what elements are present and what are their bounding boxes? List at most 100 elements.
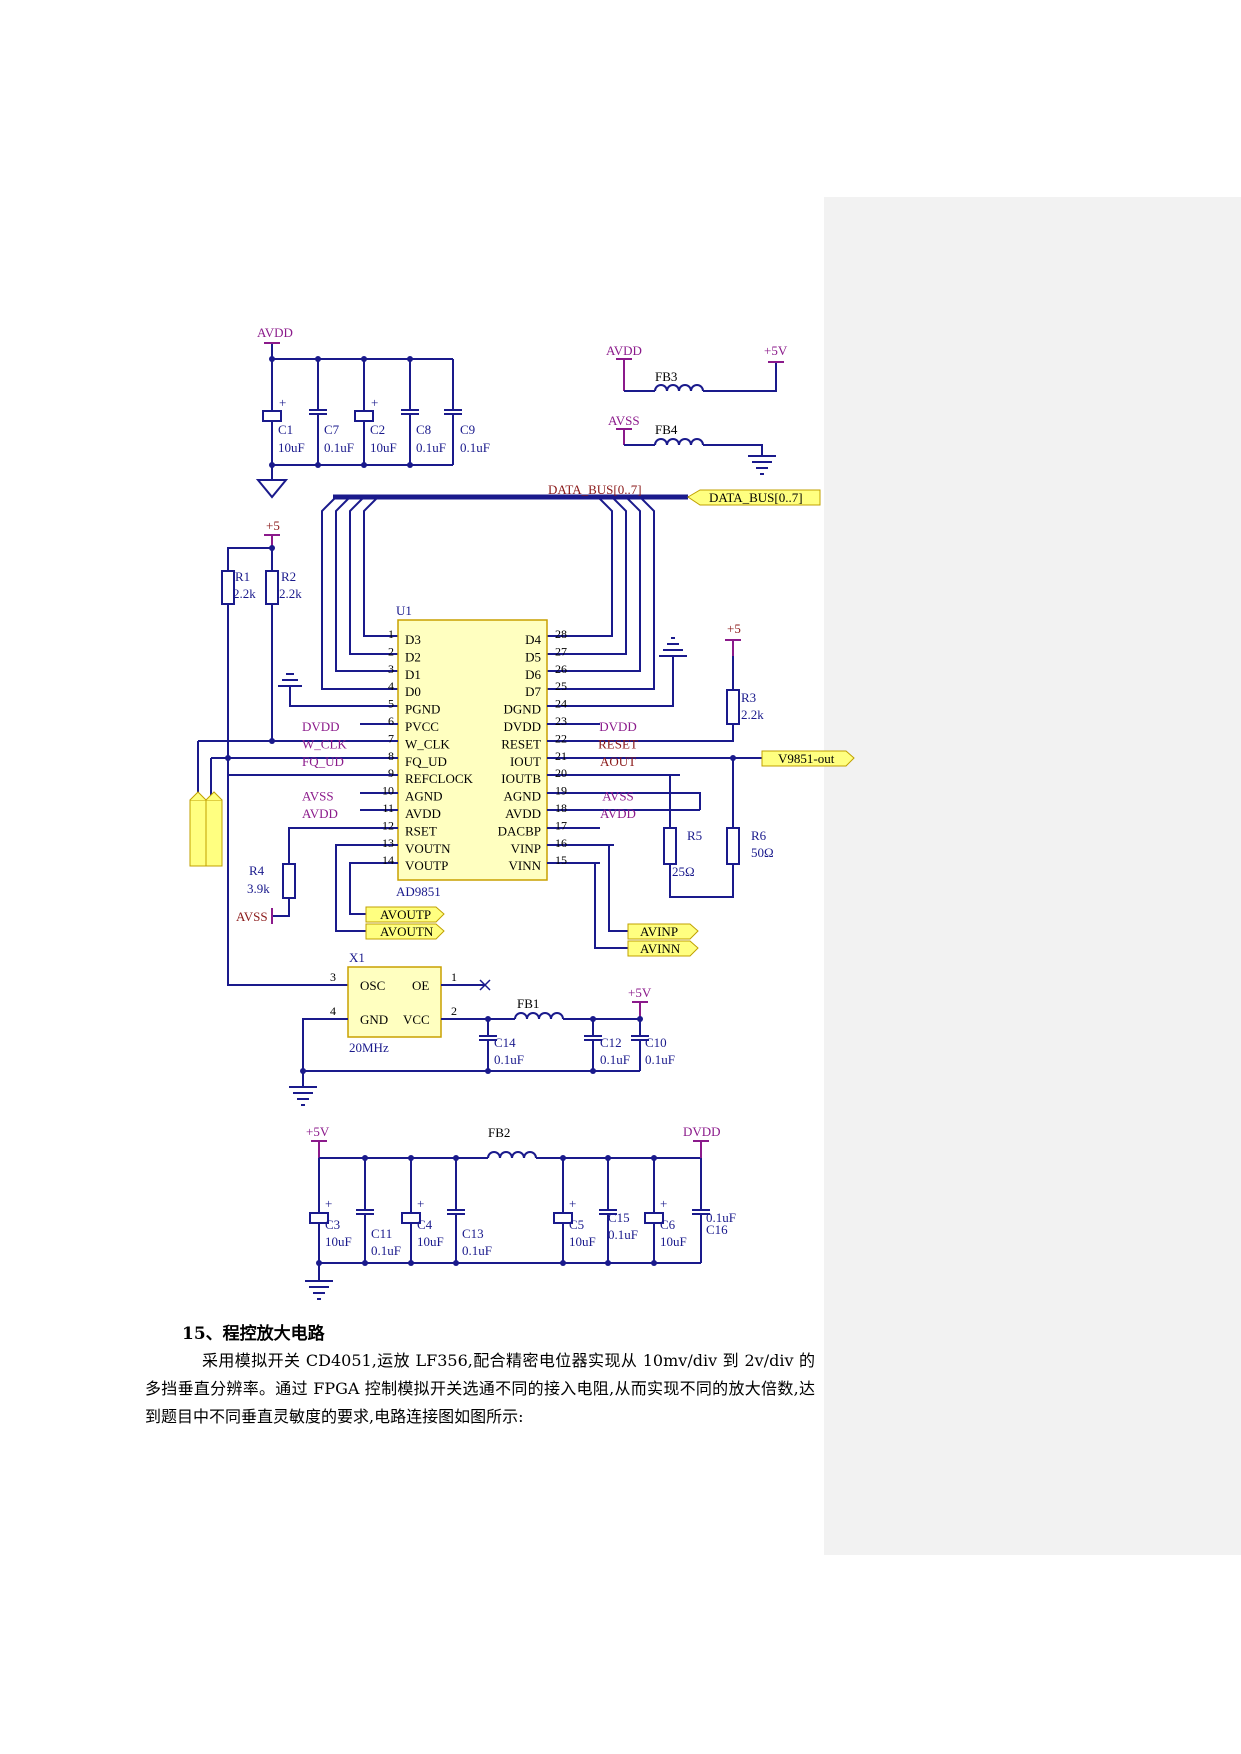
- pin-number-left: 7: [388, 731, 394, 745]
- r6-ref: R6: [751, 828, 767, 843]
- r4-ref: R4: [249, 863, 265, 878]
- svg-text:+: +: [279, 395, 286, 410]
- x1-ref: X1: [349, 950, 365, 965]
- data-bus-port-label: DATA_BUS[0..7]: [709, 490, 803, 505]
- x1-pin2-num: 2: [451, 1004, 457, 1018]
- svg-text:+: +: [660, 1196, 667, 1211]
- x1-pin3-num: 3: [330, 970, 336, 984]
- pin-name-right: RESET: [501, 736, 541, 751]
- capacitor-ref: C16: [706, 1222, 728, 1237]
- capacitor-ref: C13: [462, 1226, 484, 1241]
- pin-name-left: VOUTP: [405, 858, 448, 873]
- pin-number-left: 12: [382, 818, 394, 832]
- x1-pin2-name: VCC: [403, 1012, 430, 1027]
- pin-name-right: DACBP: [498, 823, 541, 838]
- pin-name-right: AVDD: [505, 806, 541, 821]
- data-bus: [321, 489, 821, 690]
- vin-ports: [547, 844, 699, 957]
- capacitor-value: 0.1uF: [371, 1243, 401, 1258]
- capacitor-ref: C1: [278, 422, 293, 437]
- bottom-dvdd-label: DVDD: [683, 1124, 721, 1139]
- capacitor-ref: C3: [325, 1217, 340, 1232]
- pin-name-left: RSET: [405, 823, 437, 838]
- svg-text:+: +: [325, 1196, 332, 1211]
- net-label-left: FQ_UD: [302, 754, 344, 769]
- r1-ref: R1: [235, 569, 250, 584]
- pin-number-right: 16: [555, 836, 567, 850]
- rset-network: [271, 827, 398, 924]
- r1-value: 2.2k: [233, 586, 256, 601]
- capacitor-ref: C2: [370, 422, 385, 437]
- avoutp-port: AVOUTP: [380, 907, 431, 922]
- pin-name-left: AGND: [405, 789, 443, 804]
- capacitor-ref: C8: [416, 422, 431, 437]
- x1-pin1-num: 1: [451, 970, 457, 984]
- r5-value: 25Ω: [672, 864, 695, 879]
- pin-name-left: D0: [405, 684, 421, 699]
- capacitor-value: 0.1uF: [462, 1243, 492, 1258]
- pin-number-left: 5: [388, 697, 394, 711]
- fb3-avdd-label: AVDD: [606, 343, 642, 358]
- capacitor-value: 0.1uF: [324, 440, 354, 455]
- pin-name-right: D6: [525, 667, 541, 682]
- pin-name-right: VINN: [509, 858, 542, 873]
- c14-value: 0.1uF: [494, 1052, 524, 1067]
- x1-pin3-name: OSC: [360, 978, 385, 993]
- capacitor-value: 10uF: [417, 1234, 444, 1249]
- pin-name-left: FQ_UD: [405, 754, 447, 769]
- svg-text:+: +: [417, 1196, 424, 1211]
- u1-ref: U1: [396, 603, 412, 618]
- c14-ref: C14: [494, 1035, 516, 1050]
- pin-name-left: D1: [405, 667, 421, 682]
- r2-value: 2.2k: [279, 586, 302, 601]
- capacitor-value: 0.1uF: [608, 1227, 638, 1242]
- capacitor-value: 10uF: [278, 440, 305, 455]
- pin-number-right: 27: [555, 644, 567, 658]
- capacitor-value: 10uF: [325, 1234, 352, 1249]
- x1-pin4-num: 4: [330, 1004, 336, 1018]
- net-label-right: AVSS: [602, 789, 634, 804]
- avdd-decoupling-section: + +: [255, 342, 462, 499]
- net-label-left: DVDD: [302, 719, 340, 734]
- pin-number-right: 21: [555, 749, 567, 763]
- capacitor-ref: C9: [460, 422, 475, 437]
- capacitor-ref: C4: [417, 1217, 433, 1232]
- x1-freq: 20MHz: [349, 1040, 389, 1055]
- pin-name-right: AGND: [503, 789, 541, 804]
- net-label-left: AVSS: [302, 789, 334, 804]
- pin-number-right: 26: [555, 662, 567, 676]
- osc-plus5v-label: +5V: [628, 985, 652, 1000]
- pin-number-right: 23: [555, 714, 567, 728]
- ad9851-ic: [360, 619, 735, 881]
- section-heading: 15、程控放大电路: [182, 1324, 325, 1344]
- pin-number-left: 4: [388, 679, 394, 693]
- c10-value: 0.1uF: [645, 1052, 675, 1067]
- capacitor-ref: C5: [569, 1217, 584, 1232]
- capacitor-value: 10uF: [660, 1234, 687, 1249]
- pin-name-right: D5: [525, 649, 541, 664]
- right-power-network: [547, 637, 855, 898]
- pin-name-right: IOUTB: [501, 771, 541, 786]
- r3-ref: R3: [741, 690, 756, 705]
- v9851-out-port: V9851-out: [778, 751, 835, 766]
- capacitor-value: 0.1uF: [706, 1210, 736, 1225]
- avinn-port: AVINN: [640, 941, 681, 956]
- fb3-ref: FB3: [655, 369, 677, 384]
- oscillator-x1: [289, 966, 649, 1106]
- pin-number-left: 6: [388, 714, 394, 728]
- capacitor-ref: C15: [608, 1210, 630, 1225]
- dvdd-filter-section: + + + +: [305, 1140, 710, 1300]
- pin-number-left: 13: [382, 836, 394, 850]
- pin-name-right: DVDD: [503, 719, 541, 734]
- net-label-left: W_CLK: [302, 736, 347, 751]
- net-label-right: AOUT: [600, 754, 636, 769]
- pin-number-left: 9: [388, 766, 394, 780]
- net-label-right: DVDD: [599, 719, 637, 734]
- pin-number-right: 28: [555, 627, 567, 641]
- vout-ports: [335, 844, 445, 940]
- pin-number-left: 14: [382, 853, 394, 867]
- pin-name-right: IOUT: [510, 754, 541, 769]
- pin-number-left: 11: [382, 801, 394, 815]
- pin-name-left: D2: [405, 649, 421, 664]
